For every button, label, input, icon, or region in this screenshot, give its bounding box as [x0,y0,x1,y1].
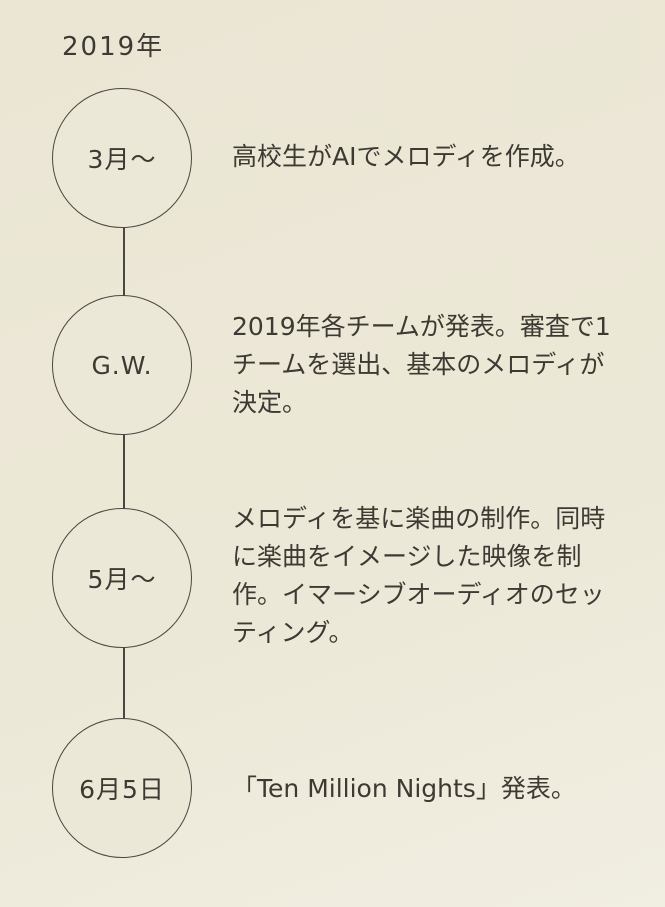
timeline-node-3: 5月〜 [52,508,192,648]
event-description-3: メロディを基に楽曲の制作。同時に楽曲をイメージした映像を制作。イマーシブオーディ… [232,504,606,647]
event-description-4: 「Ten Million Nights」発表。 [232,774,576,803]
event-description-2: 2019年各チームが発表。審査で1チームを選出、基本のメロディが決定。 [232,312,611,417]
year-label: 2019年 [62,32,165,62]
timeline-line [123,225,125,725]
timeline-node-1: 3月〜 [52,88,192,228]
timeline-node-4: 6月5日 [52,718,192,858]
event-description-1: 高校生がAIでメロディを作成。 [232,142,580,171]
timeline-node-2: G.W. [52,295,192,435]
